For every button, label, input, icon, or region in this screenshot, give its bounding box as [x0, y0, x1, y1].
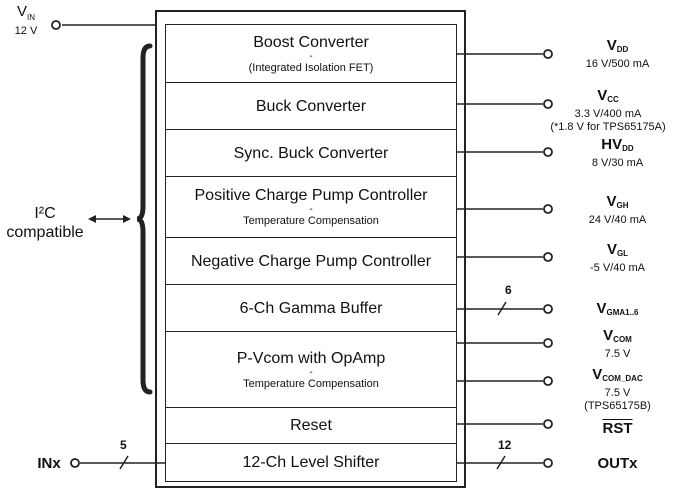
level-shifter-block: 12-Ch Level Shifter	[165, 443, 457, 482]
vcom-sub: COM	[613, 335, 632, 344]
inx-bus-width: 5	[120, 438, 127, 452]
block-title: Buck Converter	[255, 97, 367, 115]
vgma-output: VGMA1..6	[555, 300, 680, 321]
vgh-value: 24 V/40 mA	[588, 214, 647, 226]
vgl-output: VGL -5 V/40 mA	[555, 241, 680, 275]
vcom-dac-note: (TPS65175B)	[584, 400, 651, 412]
vgh-sub: GH	[616, 201, 629, 210]
vin-label: VIN 12 V	[8, 4, 44, 38]
vcom-dac-output: VCOM_DAC 7.5 V (TPS65175B)	[555, 366, 680, 413]
vgl-value: -5 V/40 mA	[589, 262, 646, 274]
vgl-symbol: V	[606, 241, 617, 258]
vin-sub: IN	[27, 13, 35, 22]
inx-input: INx	[31, 455, 67, 472]
vdd-symbol: V	[606, 37, 617, 54]
gamma-bus-width: 6	[505, 283, 512, 297]
vin-value: 12 V	[14, 25, 38, 37]
vdd-value: 16 V/500 mA	[585, 58, 650, 70]
i2c-line1: I²C	[34, 205, 56, 222]
vgma-sub: GMA1..6	[606, 308, 639, 317]
block-title: P-Vcom with OpAmp	[236, 349, 386, 367]
vcom-symbol: V	[603, 327, 614, 344]
vcom-dac-symbol: V	[592, 366, 603, 383]
block-title: Boost Converter	[253, 33, 369, 51]
vcom-dac-value: 7.5 V	[604, 387, 631, 399]
vgma-symbol: V	[596, 300, 607, 317]
vcom-output: VCOM 7.5 V	[555, 327, 680, 361]
block-dash: -	[309, 366, 313, 378]
hvdd-symbol: HV	[601, 136, 623, 153]
block-subtitle: Temperature Compensation	[243, 215, 379, 227]
vcc-symbol: V	[597, 87, 608, 104]
pvcom-opamp-block: P-Vcom with OpAmp - Temperature Compensa…	[165, 331, 457, 408]
boost-converter-block: Boost Converter - (Integrated Isolation …	[165, 24, 457, 83]
outx-bus-width: 12	[498, 438, 512, 452]
vgh-symbol: V	[606, 193, 617, 210]
rst-label: RST	[602, 420, 633, 437]
i2c-label: I²C compatible	[0, 204, 90, 242]
outx-label: OUTx	[597, 455, 638, 472]
block-title: Sync. Buck Converter	[233, 144, 389, 162]
block-title: Negative Charge Pump Controller	[190, 252, 432, 270]
vcc-value: 3.3 V/400 mA	[574, 108, 642, 120]
block-subtitle: Temperature Compensation	[243, 377, 379, 390]
buck-converter-block: Buck Converter	[165, 82, 457, 130]
vcom-value: 7.5 V	[604, 348, 631, 360]
block-title: Positive Charge Pump Controller	[194, 187, 428, 204]
i2c-line2: compatible	[6, 224, 84, 241]
vcc-note: (*1.8 V for TPS65175A)	[550, 121, 666, 133]
vcc-output: VCC 3.3 V/400 mA (*1.8 V for TPS65175A)	[538, 87, 678, 134]
vgl-sub: GL	[616, 249, 629, 258]
outx-output: OUTx	[555, 455, 680, 472]
vin-symbol: V	[16, 3, 27, 20]
vdd-output: VDD 16 V/500 mA	[555, 37, 680, 71]
hvdd-sub: DD	[622, 144, 634, 153]
negative-charge-pump-block: Negative Charge Pump Controller	[165, 237, 457, 285]
gamma-buffer-block: 6-Ch Gamma Buffer	[165, 284, 457, 332]
block-title: 6-Ch Gamma Buffer	[239, 299, 383, 317]
vcc-sub: CC	[607, 95, 619, 104]
block-dash: -	[309, 204, 313, 215]
reset-block: Reset	[165, 407, 457, 444]
inx-label: INx	[37, 455, 61, 472]
block-dash: -	[309, 50, 313, 62]
ic-outline	[155, 10, 466, 488]
vdd-sub: DD	[616, 45, 629, 54]
vgh-output: VGH 24 V/40 mA	[555, 193, 680, 227]
rst-output: RST	[555, 420, 680, 437]
hvdd-output: HVDD 8 V/30 mA	[555, 136, 680, 170]
vcom-dac-sub: COM_DAC	[602, 374, 643, 383]
block-title: Reset	[290, 417, 332, 434]
sync-buck-converter-block: Sync. Buck Converter	[165, 129, 457, 177]
positive-charge-pump-block: Positive Charge Pump Controller - Temper…	[165, 176, 457, 238]
block-subtitle: (Integrated Isolation FET)	[248, 61, 374, 74]
block-title: 12-Ch Level Shifter	[242, 454, 380, 471]
hvdd-value: 8 V/30 mA	[591, 157, 644, 169]
